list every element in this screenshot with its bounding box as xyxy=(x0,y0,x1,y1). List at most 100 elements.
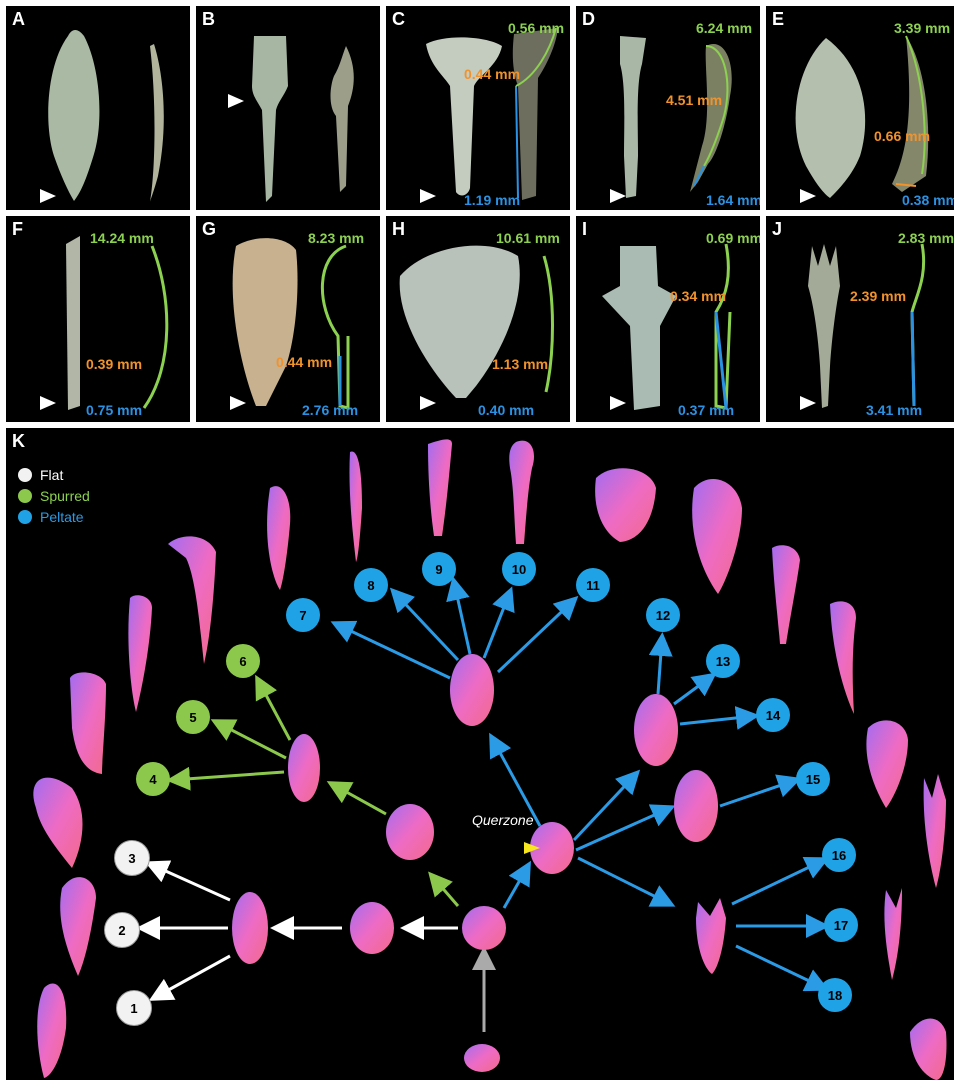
measure-orange-j: 2.39 mm xyxy=(850,288,906,304)
flat-intermediate-1 xyxy=(350,902,394,954)
node-8: 8 xyxy=(354,568,388,602)
node-3: 3 xyxy=(114,840,150,876)
petal-j-front-view xyxy=(766,216,954,422)
measure-orange-e: 0.66 mm xyxy=(874,128,930,144)
measure-blue-f: 0.75 mm xyxy=(86,402,142,418)
base-arrowhead-a xyxy=(40,189,56,203)
node-1: 1 xyxy=(116,990,152,1026)
panel-i: I 0.69 mm 0.34 mm 0.37 mm xyxy=(576,216,760,422)
measure-green-i: 0.69 mm xyxy=(706,230,760,246)
peltate-leaf-12 xyxy=(692,479,742,594)
base-arrowhead-e xyxy=(800,189,816,203)
node-7: 7 xyxy=(286,598,320,632)
petal-c-front-view xyxy=(386,6,570,210)
flat-leaf-1 xyxy=(37,984,66,1078)
measure-blue-i: 0.37 mm xyxy=(678,402,734,418)
measure-orange-h: 1.13 mm xyxy=(492,356,548,372)
root-shape xyxy=(464,1044,500,1072)
base-arrowhead-g xyxy=(230,396,246,410)
panel-e: E 3.39 mm 0.66 mm 0.38 mm xyxy=(766,6,954,210)
measure-blue-e: 0.38 mm xyxy=(902,192,954,208)
petal-h-front-view xyxy=(386,216,570,422)
measure-orange-c: 0.44 mm xyxy=(464,66,520,82)
measure-orange-d: 4.51 mm xyxy=(666,92,722,108)
peltate-intermediate-lower xyxy=(696,898,726,974)
panel-d: D 6.24 mm 4.51 mm 1.64 mm xyxy=(576,6,760,210)
node-15: 15 xyxy=(796,762,830,796)
panel-j: J 2.83 mm 2.39 mm 3.41 mm xyxy=(766,216,954,422)
petal-i-front-view xyxy=(576,216,760,422)
petal-d-front-view xyxy=(576,6,760,210)
peltate-intermediate-upper xyxy=(450,654,494,726)
spurred-leaf-5 xyxy=(128,595,152,712)
measure-green-h: 10.61 mm xyxy=(496,230,560,246)
peltate-leaf-17 xyxy=(884,888,902,980)
base-arrowhead-i xyxy=(610,396,626,410)
node-6: 6 xyxy=(226,644,260,678)
peltate-leaf-16 xyxy=(924,774,946,888)
peltate-intermediate-15 xyxy=(674,770,718,842)
base-arrowhead-f xyxy=(40,396,56,410)
node-13: 13 xyxy=(706,644,740,678)
base-arrowhead-c xyxy=(420,189,436,203)
peltate-leaf-13 xyxy=(772,545,800,644)
phylogeny-tree xyxy=(6,428,954,1080)
flat-leaf-3 xyxy=(33,778,82,868)
panel-k: K Flat Spurred Peltate xyxy=(6,428,954,1080)
spurred-intermediate-2 xyxy=(288,734,320,802)
flat-intermediate-2 xyxy=(232,892,268,964)
peltate-leaf-14 xyxy=(830,601,856,714)
querzone-label: Querzone xyxy=(472,812,533,828)
base-arrowhead-h xyxy=(420,396,436,410)
panel-g: G 8.23 mm 0.44 mm 2.76 mm xyxy=(196,216,380,422)
central-shape xyxy=(462,906,506,950)
panel-a: A xyxy=(6,6,190,210)
measure-green-f: 14.24 mm xyxy=(90,230,154,246)
petal-b-front-view xyxy=(196,6,380,210)
node-16: 16 xyxy=(822,838,856,872)
petal-f-front-view xyxy=(6,216,190,422)
panel-h: H 10.61 mm 1.13 mm 0.40 mm xyxy=(386,216,570,422)
node-2: 2 xyxy=(104,912,140,948)
peltate-leaf-10 xyxy=(509,441,534,544)
measure-blue-j: 3.41 mm xyxy=(866,402,922,418)
measure-green-e: 3.39 mm xyxy=(894,20,950,36)
petal-g-front-view xyxy=(196,216,380,422)
spurred-leaf-6 xyxy=(168,536,216,664)
flat-leaf-2 xyxy=(60,877,96,976)
node-10: 10 xyxy=(502,552,536,586)
peltate-leaf-11 xyxy=(595,468,656,542)
base-arrowhead-j xyxy=(800,396,816,410)
node-11: 11 xyxy=(576,568,610,602)
spurred-leaf-4 xyxy=(70,672,106,774)
peltate-leaf-15 xyxy=(866,720,908,808)
claw-arrowhead-b xyxy=(228,94,244,108)
node-5: 5 xyxy=(176,700,210,734)
querzone-marker xyxy=(524,842,540,854)
panel-c: C 0.56 mm 0.44 mm 1.19 mm xyxy=(386,6,570,210)
peltate-leaf-7 xyxy=(267,486,290,590)
peltate-leaf-18 xyxy=(910,1019,947,1080)
base-arrowhead-d xyxy=(610,189,626,203)
node-14: 14 xyxy=(756,698,790,732)
measure-orange-g: 0.44 mm xyxy=(276,354,332,370)
measure-green-j: 2.83 mm xyxy=(898,230,954,246)
petal-a-front-view xyxy=(6,6,190,210)
node-4: 4 xyxy=(136,762,170,796)
panel-b: B xyxy=(196,6,380,210)
measure-blue-c: 1.19 mm xyxy=(464,192,520,208)
peltate-leaf-9 xyxy=(428,439,452,536)
measure-blue-d: 1.64 mm xyxy=(706,192,760,208)
spurred-intermediate-1 xyxy=(386,804,434,860)
peltate-leaf-8 xyxy=(349,451,362,562)
node-9: 9 xyxy=(422,552,456,586)
measure-orange-f: 0.39 mm xyxy=(86,356,142,372)
measure-green-g: 8.23 mm xyxy=(308,230,364,246)
node-12: 12 xyxy=(646,598,680,632)
node-17: 17 xyxy=(824,908,858,942)
measure-orange-i: 0.34 mm xyxy=(670,288,726,304)
measure-green-c: 0.56 mm xyxy=(508,20,564,36)
peltate-intermediate-right xyxy=(634,694,678,766)
measure-green-d: 6.24 mm xyxy=(696,20,752,36)
petal-e-front-view xyxy=(766,6,954,210)
